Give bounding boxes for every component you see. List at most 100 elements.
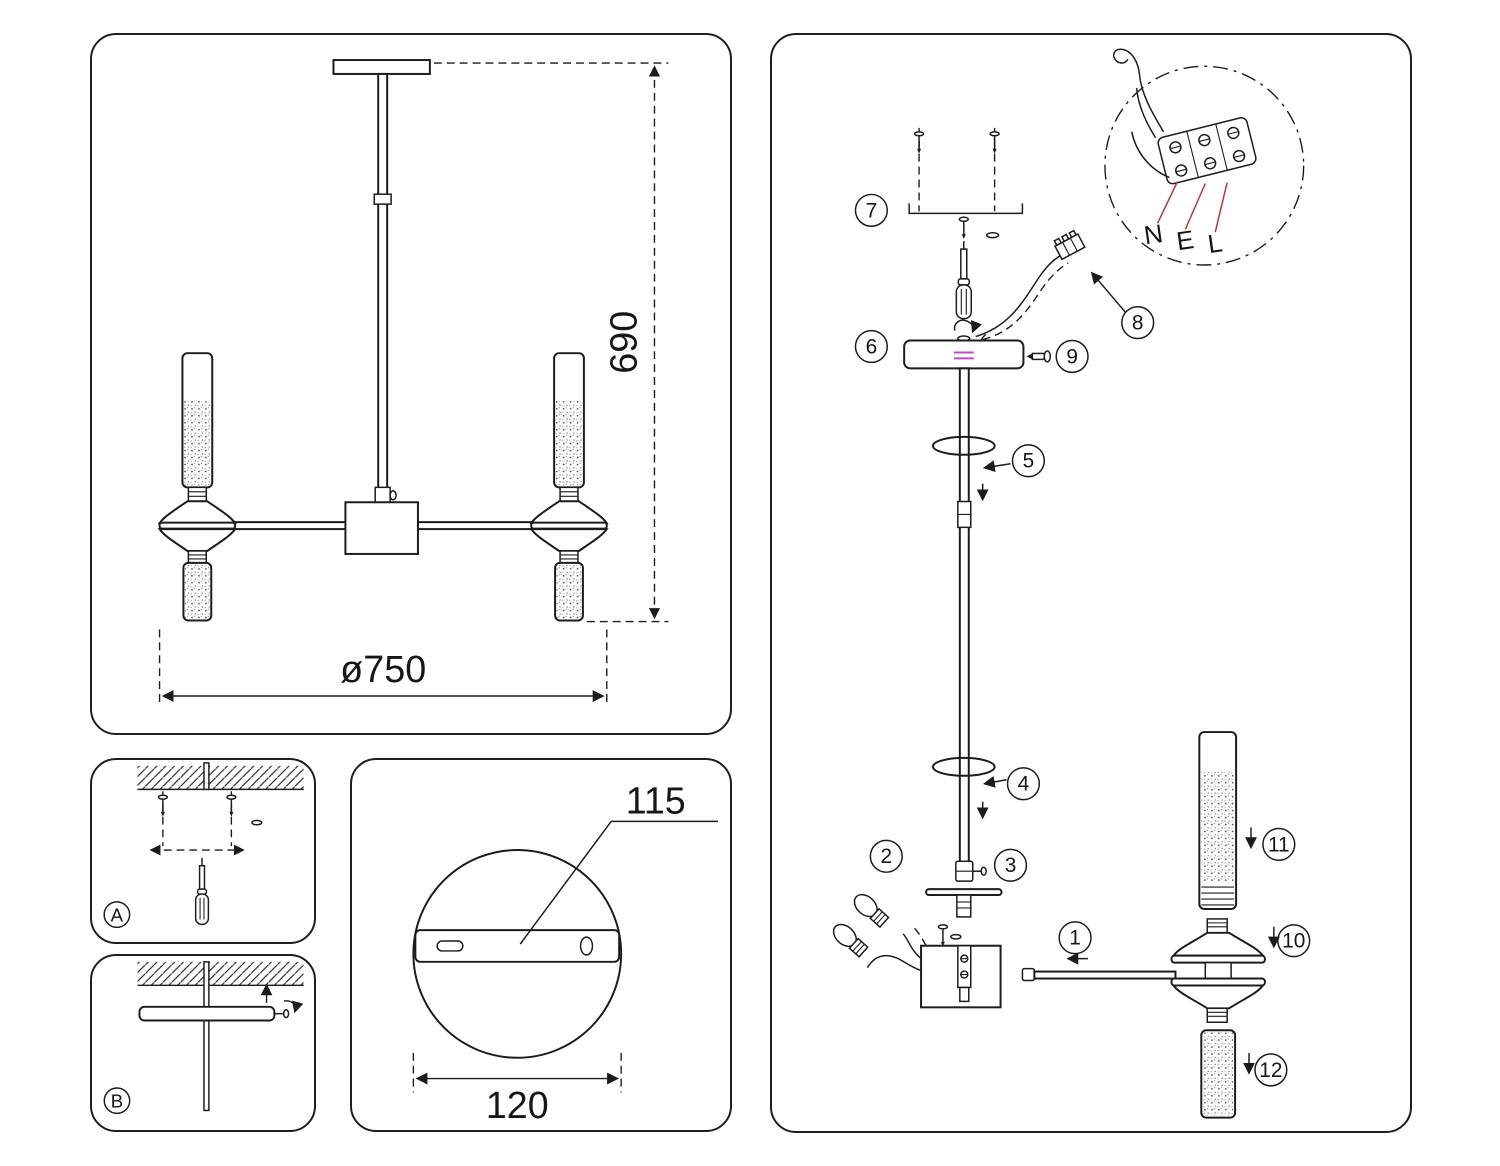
svg-text:1: 1 — [1069, 927, 1081, 950]
rotate-arrow — [953, 319, 983, 334]
canopy-base-circle — [412, 849, 623, 1059]
callout-4: 4 — [1006, 767, 1041, 801]
dimension-height: 690 — [433, 62, 669, 623]
supply-wires — [975, 229, 1086, 341]
step-a-label: A — [111, 904, 124, 925]
callout-2: 2 — [869, 839, 903, 873]
callout-6: 6 — [854, 329, 889, 364]
panel-dimensions: 690 ø750 — [90, 33, 732, 735]
svg-text:11: 11 — [1268, 833, 1290, 856]
mounting-bracket — [414, 929, 621, 963]
diameter-dim-label: ø750 — [340, 649, 426, 691]
rotate-arrow — [284, 1000, 304, 1014]
dimension-base: 120 — [412, 1052, 622, 1126]
shade-lower-tube — [1200, 1029, 1237, 1119]
wire-leader-n — [1156, 181, 1179, 224]
callout-12: 12 — [1254, 1053, 1288, 1087]
callout-5-leader — [982, 460, 1011, 473]
dimension-bracket: 115 — [519, 779, 719, 945]
central-body — [920, 944, 1002, 1009]
svg-text:6: 6 — [866, 335, 878, 358]
screwdriver-icon — [194, 857, 210, 926]
ceiling-plate — [332, 59, 431, 75]
wire-leader-l — [1214, 182, 1228, 233]
canopy-detail-drawing: 115 120 — [412, 779, 719, 1126]
assembly-drawing: N E L — [828, 48, 1311, 1119]
ceiling-hatch — [137, 961, 304, 987]
fixing-screw — [958, 216, 970, 240]
canopy-cup — [903, 325, 1025, 370]
washer — [985, 231, 1000, 239]
wire-label-n: N — [1142, 220, 1164, 250]
mount-bracket — [908, 203, 1024, 215]
svg-text:4: 4 — [1018, 773, 1030, 796]
body-top-plate — [925, 888, 1003, 897]
bracket-hole — [579, 936, 594, 956]
deco-ring-upper — [931, 435, 996, 456]
step-a-badge: A — [103, 901, 131, 929]
callout-1: 1 — [1058, 921, 1092, 955]
panel-canopy-detail: 115 120 — [350, 758, 732, 1132]
ceiling-fixing — [908, 127, 1024, 215]
canopy-plate — [138, 1005, 276, 1022]
terminal-connector — [1053, 229, 1086, 261]
callout-7: 7 — [854, 193, 889, 227]
ceiling-hatch — [137, 765, 304, 791]
rod-coupler — [955, 860, 987, 882]
arm — [1021, 967, 1177, 982]
rod-joint — [373, 193, 392, 205]
small-washer — [950, 933, 962, 940]
detail-circle — [1104, 65, 1305, 266]
base-dim-label: 120 — [486, 1084, 549, 1126]
panel-mount-step-b: B — [90, 954, 316, 1132]
lamp-wires — [866, 925, 927, 972]
svg-text:5: 5 — [1023, 450, 1035, 473]
lamp-right — [530, 352, 608, 622]
diffuser-cone-upper — [1171, 931, 1265, 957]
svg-text:9: 9 — [1066, 345, 1078, 368]
callout-3: 3 — [993, 848, 1028, 882]
wiring-detail: N E L — [1104, 48, 1305, 266]
svg-text:8: 8 — [1132, 312, 1144, 335]
wire — [1138, 76, 1165, 133]
deco-ring-lower — [931, 756, 996, 777]
callout-8-leader — [1090, 271, 1127, 314]
svg-text:2: 2 — [880, 845, 892, 868]
body-stub — [956, 894, 972, 918]
wire-label-e: E — [1175, 226, 1196, 256]
hanger-rod — [377, 72, 389, 504]
side-screw — [1026, 350, 1052, 363]
wire — [1131, 131, 1170, 179]
height-dim-label: 690 — [604, 311, 646, 374]
wire-hook — [1112, 48, 1141, 77]
dimension-diameter: ø750 — [158, 629, 608, 705]
hanger-rod — [203, 961, 210, 1112]
hanger-rod — [958, 367, 970, 865]
rod-stub — [203, 762, 210, 791]
callout-5: 5 — [1011, 444, 1046, 478]
wire-label-l: L — [1206, 229, 1224, 259]
lock-screw — [274, 1000, 304, 1019]
callout-10: 10 — [1277, 924, 1311, 958]
wire — [1135, 88, 1157, 139]
callout-8: 8 — [1121, 305, 1155, 340]
callout-9: 9 — [1055, 339, 1089, 374]
drill-marks — [149, 791, 263, 856]
svg-text:10: 10 — [1282, 930, 1305, 953]
svg-text:12: 12 — [1259, 1059, 1282, 1082]
callout-4-leader — [982, 776, 1007, 788]
bulb-icon — [828, 919, 871, 960]
shade-upper-tube — [1198, 731, 1238, 910]
terminal-block — [1157, 117, 1257, 185]
wire-leader-e — [1184, 183, 1206, 230]
bracket-slot — [436, 940, 464, 952]
panel-assembly: N E L — [770, 33, 1412, 1133]
central-body — [344, 501, 419, 555]
mount-a-drawing: A — [103, 762, 304, 929]
bracket-dim-label: 115 — [626, 779, 686, 821]
svg-text:7: 7 — [866, 199, 878, 222]
small-screw — [937, 924, 949, 948]
rod-sleeve — [957, 500, 972, 529]
panel-mount-step-a: A — [90, 758, 316, 944]
